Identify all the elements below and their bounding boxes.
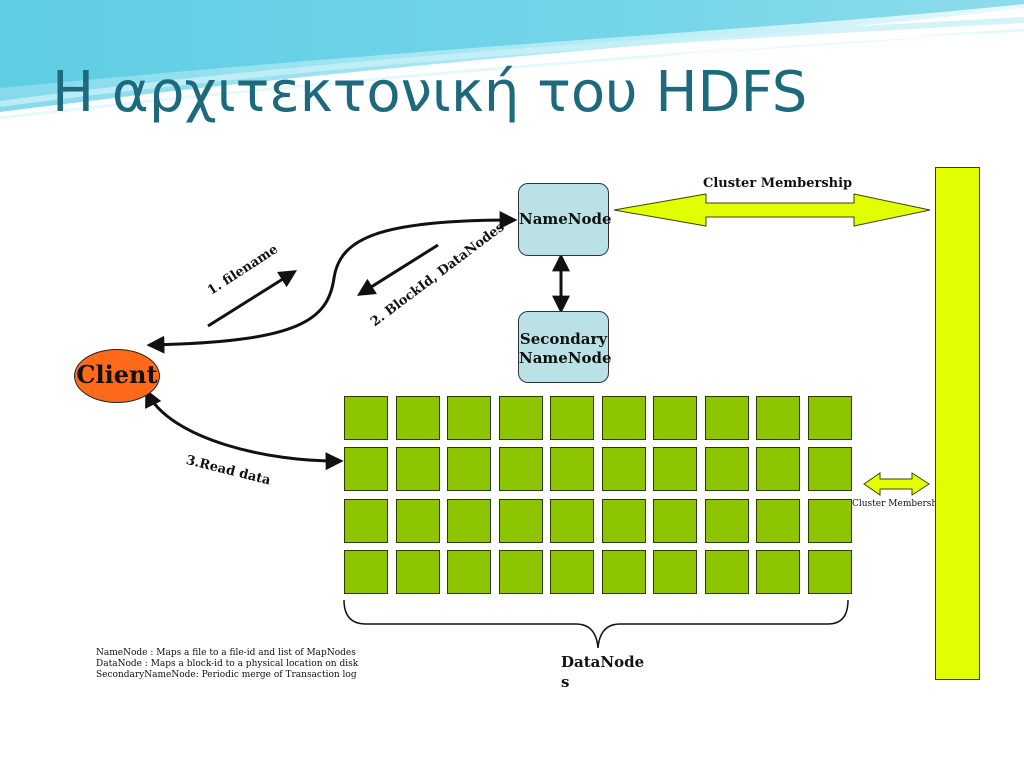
slide-title: Η αρχιτεκτονική του HDFS: [52, 60, 808, 125]
datanode-cell: [704, 447, 749, 492]
datanode-cell: [447, 549, 491, 594]
datanode-cell: [395, 396, 440, 440]
datanode-cell: [395, 447, 440, 492]
datanode-cell: [653, 396, 697, 440]
blockid-arrow: [356, 243, 439, 296]
datanode-cell: [550, 396, 594, 440]
datanodes-grid: [344, 396, 852, 594]
secondary-namenode-box: Secondary NameNode: [518, 311, 612, 383]
datanode-cell: [653, 498, 697, 543]
datanode-cell: [550, 498, 594, 543]
note-secondary: SecondaryNameNode: Periodic merge of Tra…: [96, 670, 357, 680]
datanode-cell: [498, 549, 543, 594]
datanode-cell: [550, 447, 594, 492]
datanode-cell: [344, 447, 388, 492]
cluster-membership-arrow-top: [613, 193, 931, 227]
datanode-cell: [653, 447, 697, 492]
namenode-client-connector: [146, 211, 518, 354]
datanode-cell: [601, 498, 646, 543]
client-datanode-connector: [145, 388, 344, 471]
secondary-label-line1: Secondary: [519, 330, 608, 348]
datanode-cell: [601, 396, 646, 440]
datanodes-label: DataNodes: [561, 653, 645, 691]
datanode-cell: [498, 447, 543, 492]
datanode-cell: [395, 498, 440, 543]
datanode-cell: [807, 396, 852, 440]
datanode-cell: [344, 498, 388, 543]
datanode-cell: [807, 498, 852, 543]
datanode-cell: [704, 549, 749, 594]
client-node: Client: [74, 349, 160, 403]
datanode-cell: [395, 549, 440, 594]
datanode-cell: [498, 498, 543, 543]
header-banner: [0, 0, 1024, 120]
cluster-membership-label-top: Cluster Membership: [703, 176, 853, 191]
note-datanode: DataNode : Maps a block-id to a physical…: [96, 659, 359, 669]
note-namenode: NameNode : Maps a file to a file-id and …: [96, 648, 356, 658]
datanode-cell: [756, 549, 800, 594]
datanode-cell: [807, 549, 852, 594]
datanode-cell: [601, 549, 646, 594]
legend-notes: NameNode : Maps a file to a file-id and …: [96, 648, 358, 681]
cluster-membership-label-side: Cluster Membership: [852, 499, 946, 509]
namenode-box: NameNode: [518, 183, 612, 256]
datanode-cell: [601, 447, 646, 492]
datanode-cell: [344, 549, 388, 594]
datanode-cell: [807, 447, 852, 492]
datanode-cell: [447, 396, 491, 440]
datanode-cell: [653, 549, 697, 594]
datanode-cell: [447, 498, 491, 543]
datanode-cell: [704, 498, 749, 543]
datanode-cell: [550, 549, 594, 594]
secondary-label-line2: NameNode: [519, 349, 612, 367]
datanode-cell: [344, 396, 388, 440]
cluster-membership-arrow-side: [863, 472, 930, 496]
datanode-cell: [498, 396, 543, 440]
datanode-cell: [756, 498, 800, 543]
cluster-membership-bar: [935, 167, 980, 680]
datanode-cell: [447, 447, 491, 492]
namenode-label: NameNode: [519, 210, 612, 228]
datanode-cell: [756, 396, 800, 440]
datanodes-brace: [343, 599, 849, 649]
filename-arrow: [207, 270, 298, 328]
datanode-cell: [756, 447, 800, 492]
datanode-cell: [704, 396, 749, 440]
